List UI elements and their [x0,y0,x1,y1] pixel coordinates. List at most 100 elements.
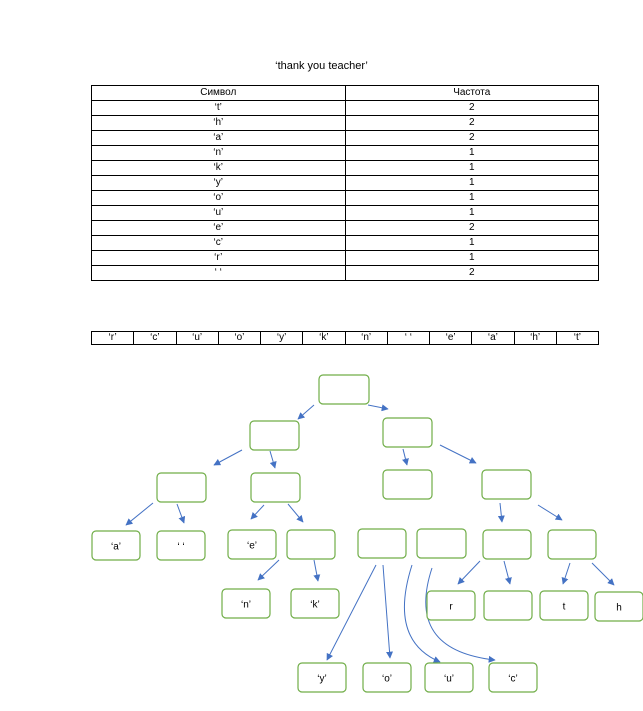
node-box [382,417,433,448]
order-cell: ‘t’ [555,331,600,345]
node-box [249,420,300,451]
node-label: ‘y’ [317,674,326,685]
tree-edge [367,404,389,412]
node-box [481,469,532,500]
tree-node-l2c [382,469,433,500]
tree-nodes: ‘a’ ‘ ‘ ‘e’ ‘n’ ‘k’ r t h ‘y’ ‘o’ ‘u’ ‘c’ [91,374,643,693]
tree-node-a: ‘a’ [91,530,141,561]
node-box [91,530,141,561]
tree-node-l3c [416,528,467,559]
node-box [424,662,474,693]
tree-node-l1a [249,420,300,451]
tree-node-e: ‘e’ [227,529,277,560]
node-box [594,591,643,622]
table-row: ‘h’2 [91,115,599,131]
table-row: ‘r’‘c’‘u’‘o’‘y’‘k’‘n’‘ ‘‘e’‘a’‘h’‘t’ [90,331,600,345]
tree-edge [257,559,280,581]
table-row: ‘e’2 [91,220,599,236]
node-box [227,529,277,560]
tree-edge [503,560,512,585]
node-box [482,529,532,560]
tree-edge [250,504,265,520]
tree-edge [213,449,243,466]
tree-node-l3a [286,529,336,560]
node-box [547,529,597,560]
node-label: ‘o’ [382,674,392,685]
tree-edge [457,560,481,585]
sorted-symbols-row: ‘r’‘c’‘u’‘o’‘y’‘k’‘n’‘ ‘‘e’‘a’‘h’‘t’ [90,331,600,345]
tree-edge [287,503,304,523]
order-cell: ‘k’ [302,331,346,345]
node-label: ‘u’ [444,674,454,685]
tree-node-r: r [426,590,476,621]
tree-node-y: ‘y’ [297,662,347,693]
node-box [318,374,370,405]
tree-node-c: ‘c’ [488,662,538,693]
node-label: ‘ ‘ [177,542,184,553]
order-cell: ‘a’ [471,331,515,345]
node-box [483,590,533,621]
node-box [382,469,433,500]
tree-node-l2a [156,472,207,503]
tree-edge [561,562,571,585]
tree-edge [425,567,496,663]
node-label: h [616,603,622,614]
node-box [156,472,207,503]
order-cell: ‘e’ [428,331,473,345]
node-box [357,528,407,559]
table-row: ‘u’1 [91,205,599,221]
node-box [221,588,271,619]
tree-edge [125,502,154,526]
node-box [286,529,336,560]
tree-edge [537,504,563,521]
frequency-table: Символ Частота ‘t’2‘h’2‘a’2‘n’1‘k’1‘y’1‘… [91,85,599,281]
page-title: ‘thank you teacher’ [275,60,368,72]
node-box [539,590,589,621]
tree-node-t: t [539,590,589,621]
node-label: ‘c’ [508,674,517,685]
frequency-cell: 2 [344,265,599,281]
tree-node-l3e [547,529,597,560]
node-label: ‘e’ [247,541,257,552]
tree-edge [403,564,441,663]
tree-node-l1b [382,417,433,448]
node-label: r [449,602,453,613]
tree-node-h: h [594,591,643,622]
node-label: ‘k’ [310,600,319,611]
table-header-row: Символ Частота [91,85,599,101]
tree-node-l3d [482,529,532,560]
tree-node-l4a [483,590,533,621]
tree-edge [297,404,315,420]
tree-edge [269,450,277,469]
node-box [297,662,347,693]
tree-edge [176,503,186,524]
node-box [416,528,467,559]
tree-edge [402,448,409,466]
tree-node-k: ‘k’ [290,588,340,619]
node-label: t [563,602,566,613]
tree-node-l2b [250,472,301,503]
node-box [290,588,340,619]
tree-edge [439,444,477,464]
tree-node-o: ‘o’ [362,662,412,693]
tree-node-n: ‘n’ [221,588,271,619]
table-row: ‘k’1 [91,160,599,176]
tree-node-l3b [357,528,407,559]
tree-edge [497,502,505,523]
symbol-cell: ‘ ‘ [91,265,346,281]
tree-node-root [318,374,370,405]
node-box [362,662,412,693]
tree-edges [125,404,615,663]
order-cell: ‘h’ [513,331,557,345]
node-box [426,590,476,621]
tree-edge [591,562,615,586]
node-label: ‘n’ [241,600,251,611]
node-box [156,530,206,561]
tree-edge [382,564,394,659]
tree-node-u: ‘u’ [424,662,474,693]
node-box [488,662,538,693]
table-row: ‘a’2 [91,130,599,146]
tree-edge [326,564,377,661]
node-box [250,472,301,503]
